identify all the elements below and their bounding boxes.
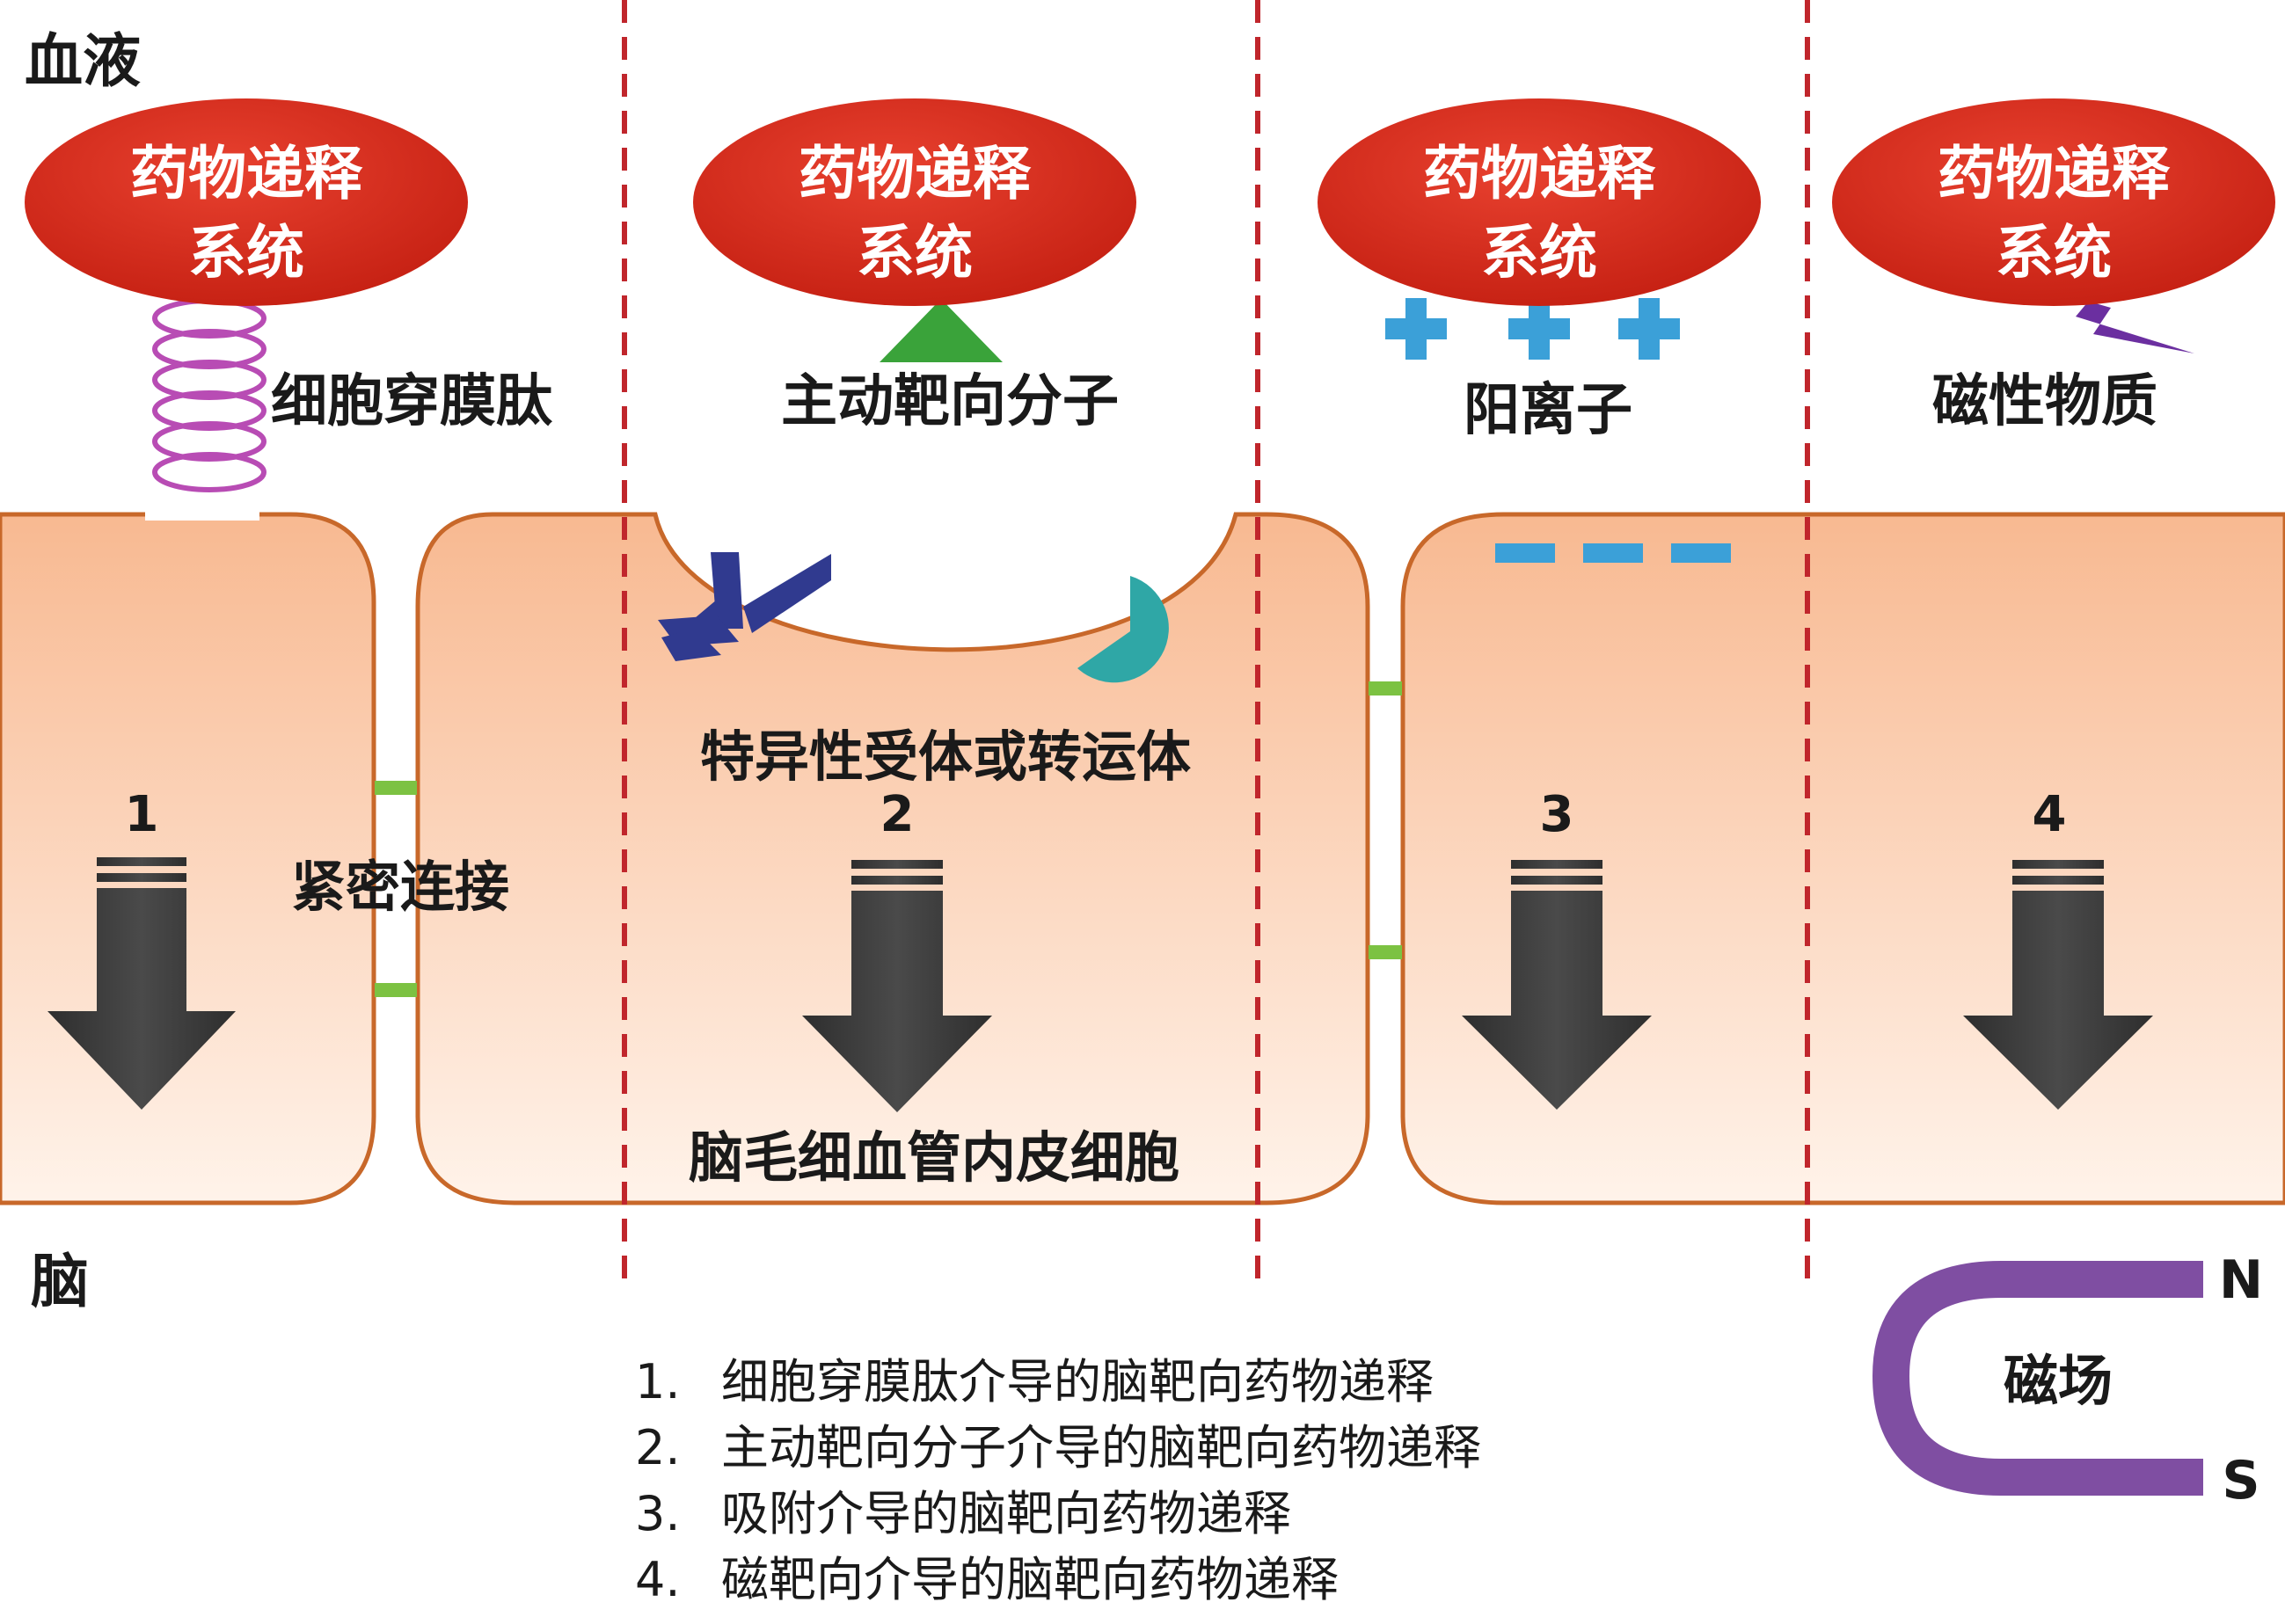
transporter-shape [1077,576,1169,683]
legend-number: 1. [635,1354,681,1409]
cation-plus [1508,298,1570,360]
arrow-4 [1963,860,2153,1110]
junction-marker [375,781,417,795]
cell-2 [415,512,1370,1205]
dds-ellipse-4 [1832,98,2275,306]
magnet-field-label: 磁场 [2004,1349,2113,1413]
tight-junction-label: 紧密连接 [291,855,509,919]
dds-ellipse-3 [1318,98,1761,306]
dds-ellipses [25,98,2275,306]
legend-number: 3. [635,1486,681,1541]
magnet-icon [1872,1261,2203,1496]
cation-marks [1385,298,1680,360]
arrows [47,857,2153,1112]
junction-marker [375,983,417,997]
dds-ellipse-1 [25,98,468,306]
arrow-2 [802,860,992,1112]
dds-label-line1: 药物递释 [799,140,1032,208]
cation-plus [1618,298,1680,360]
cpp-entry-gap [145,508,259,521]
region-blood-label: 血液 [25,27,141,95]
pathway-number: 2 [880,786,915,843]
dds-label-line2: 系统 [188,219,304,287]
targeting-ligand [880,299,1003,362]
anion-mark [1583,543,1643,563]
dds-label-line1: 药物递释 [130,140,363,208]
antibody-receptor [658,552,831,661]
region-brain-label: 脑 [31,1248,89,1315]
dds-label-line1: 药物递释 [1423,140,1656,208]
arrow-1 [47,857,236,1110]
pathway-number: 1 [125,786,159,843]
legend: 1. 细胞穿膜肽介导的脑靶向药物递释 2. 主动靶向分子介导的脑靶向药物递释 3… [635,1354,1481,1607]
arrow-3 [1462,860,1652,1110]
peptide-coil [152,298,266,492]
dds-label-line1: 药物递释 [1938,140,2171,208]
dds-ellipse-2 [693,98,1136,306]
legend-text: 磁靶向介导的脑靶向药物递释 [721,1552,1339,1607]
membrane-anions [1495,543,1731,563]
legend-number: 2. [635,1420,681,1475]
receptor-label: 特异性受体或转运体 [700,725,1191,789]
pathway-number: 4 [2033,786,2067,843]
cell-3 [1400,512,2285,1205]
anion-mark [1495,543,1555,563]
dds-label-line2: 系统 [857,219,973,287]
magnetic-label: 磁性物质 [1932,369,2157,434]
legend-text: 主动靶向分子介导的脑靶向药物递释 [721,1420,1481,1475]
cation-plus [1385,298,1447,360]
dividers [622,0,1810,1288]
junction-marker [1369,681,1402,695]
legend-number: 4. [635,1552,681,1607]
cpp-label: 细胞穿膜肽 [271,369,553,434]
legend-text: 细胞穿膜肽介导的脑靶向药物递释 [721,1354,1434,1409]
anion-mark [1671,543,1731,563]
junction-marker [1369,945,1402,959]
active-targeting-label: 主动靶向分子 [781,369,1119,434]
magnet-south-label: S [2222,1450,2259,1511]
tight-junctions [375,681,1402,997]
dds-labels: 药物递释 系统 药物递释 系统 药物递释 系统 药物递释 系统 [130,140,2171,287]
dds-label-line2: 系统 [1481,219,1597,287]
magnet-north-label: N [2219,1249,2263,1311]
magnetic-bolt [2049,290,2194,353]
legend-text: 吸附介导的脑靶向药物递释 [721,1486,1291,1541]
pathway-number: 3 [1540,786,1574,843]
endothelial-label: 脑毛细血管内皮细胞 [689,1125,1179,1190]
dds-label-line2: 系统 [1996,219,2112,287]
cation-label: 阳离子 [1464,378,1632,443]
